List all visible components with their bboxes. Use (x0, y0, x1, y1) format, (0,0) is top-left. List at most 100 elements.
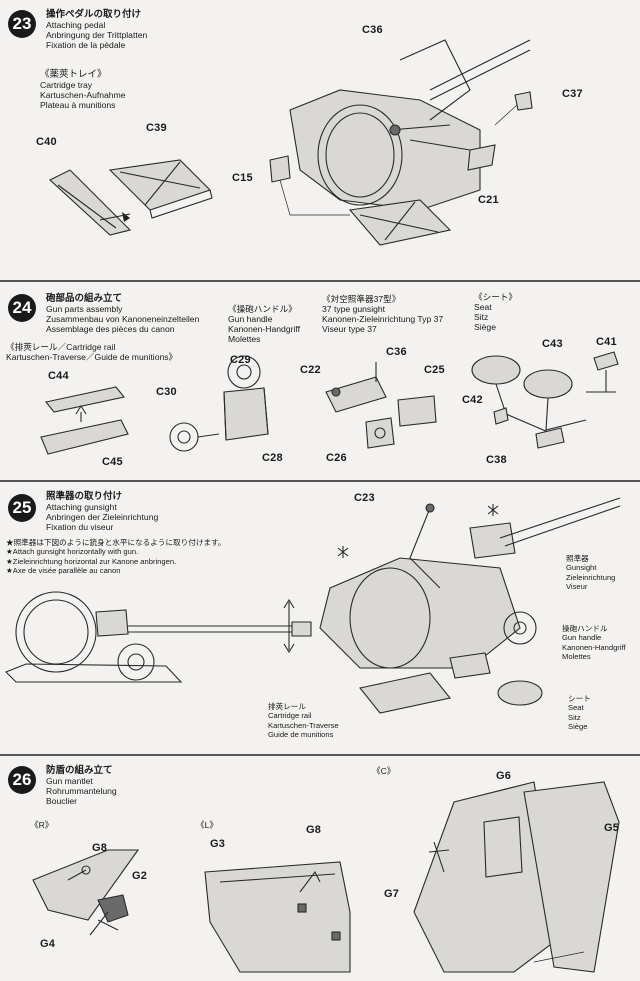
caption-en: 37 type gunsight (322, 304, 386, 314)
step-title-en: Gun mantlet (46, 776, 93, 786)
caption-jp: 《操砲ハンドル》 (228, 304, 297, 314)
callout-jp: 排莢レール (268, 702, 306, 711)
step-title-en: Attaching gunsight (46, 502, 117, 512)
step-title-jp: 操作ペダルの取り付け (46, 9, 142, 20)
callout-en: Gun handle (562, 633, 602, 643)
note-jp: ★照準器は下図のように銃身と水平になるように取り付けます。 (6, 538, 226, 547)
caption-de: Kartuschen-Aufnahme (40, 90, 126, 100)
right-shield-drawing (32, 849, 140, 936)
callout-jp: 照準器 (566, 554, 589, 563)
left-shield-drawing (204, 861, 351, 973)
gun-assembly-drawing (269, 39, 533, 246)
callout-jp: シート (568, 694, 591, 703)
caption-de: Kartuschen-Traverse／Guide de munitions》 (6, 352, 178, 362)
caption-fr: Molettes (228, 334, 261, 344)
caption-jp: 《対空照準器37型》 (322, 294, 401, 304)
seat-callout: シート Seat Sitz Siège (568, 694, 591, 731)
gunsight-drawing (325, 362, 437, 449)
callout-en: Gunsight (566, 563, 597, 573)
note-en: ★Attach gunsight horizontally with gun. (6, 547, 139, 557)
caption-fr: Siège (474, 322, 496, 332)
caption-de: Kanonen-Zieleinrichtung Typ 37 (322, 314, 444, 324)
part-label: G8 (306, 824, 322, 836)
note-fr: ★Axe de visée parallèle au canon (6, 565, 121, 575)
cartridge-rail-callout: 排莢レール Cartridge rail Kartuschen-Traverse… (268, 702, 339, 739)
part-label: C36 (386, 346, 407, 358)
cartridge-tray-caption: 《薬莢トレイ》 Cartridge tray Kartuschen-Aufnah… (40, 66, 126, 110)
callout-fr: Guide de munitions (268, 729, 334, 739)
step-title-en: Attaching pedal (46, 20, 106, 30)
part-label: C26 (326, 452, 347, 464)
part-label: C23 (354, 492, 375, 504)
part-label: C37 (562, 88, 583, 100)
step-title-block: 防盾の組み立て Gun mantlet Rohrummantelung Bouc… (46, 762, 117, 806)
gunsight-notes: ★照準器は下図のように銃身と水平になるように取り付けます。 ★Attach gu… (6, 538, 225, 575)
step-title-fr: Fixation de la pédale (46, 40, 126, 50)
cartridge-rail-drawing (40, 386, 129, 455)
seat-caption: 《シート》 Seat Sitz Siège (474, 292, 517, 332)
callout-fr: Siège (568, 721, 588, 731)
part-label: G2 (132, 870, 148, 882)
caption-de: Sitz (474, 312, 489, 322)
callout-en: Seat (568, 703, 584, 713)
callout-fr: Viseur (566, 581, 588, 591)
step-number-badge: 23 (8, 10, 36, 38)
sub-label-left: 《L》 (196, 820, 218, 830)
cartridge-rail-caption: 《排莢レール／Cartridge rail Kartuschen-Travers… (6, 342, 177, 362)
step-number-badge: 25 (8, 494, 36, 522)
part-label: C25 (424, 364, 445, 376)
step-title-jp: 照準器の取り付け (46, 491, 123, 502)
caption-en: Cartridge tray (40, 80, 93, 90)
part-label: G3 (210, 838, 226, 850)
center-shield-drawing (413, 781, 620, 973)
callout-de: Sitz (568, 712, 581, 722)
part-label: C22 (300, 364, 321, 376)
part-label: C21 (478, 194, 499, 206)
gunsight-assembly-drawing (319, 497, 621, 714)
caption-jp: 《排莢レール／Cartridge rail (6, 342, 116, 352)
caption-de: Kanonen-Handgriff (228, 324, 300, 334)
part-label: C36 (362, 24, 383, 36)
part-label: C40 (36, 136, 57, 148)
step-title-de: Anbringen der Zieleinrichtung (46, 512, 159, 522)
part-label: G6 (496, 770, 512, 782)
part-label: C44 (48, 370, 69, 382)
step-title-de: Rohrummantelung (46, 786, 117, 796)
caption-fr: Viseur type 37 (322, 324, 377, 334)
callout-en: Cartridge rail (268, 711, 312, 721)
callout-de: Zieleinrichtung (566, 572, 616, 582)
part-label: C29 (230, 354, 251, 366)
step-25: 25 照準器の取り付け Attaching gunsight Anbringen… (0, 482, 640, 752)
part-label: C45 (102, 456, 123, 468)
step-title-jp: 砲部品の組み立て (46, 293, 123, 304)
step-title-fr: Assemblage des pièces du canon (46, 324, 175, 334)
sub-label-right: 《R》 (30, 820, 54, 830)
gun-handle-drawing (169, 355, 269, 452)
step-number-badge: 26 (8, 766, 36, 794)
callout-de: Kanonen-Handgriff (562, 642, 626, 652)
part-label: C39 (146, 122, 167, 134)
step-title-block: 操作ペダルの取り付け Attaching pedal Anbringung de… (46, 6, 147, 50)
part-label: G4 (40, 938, 56, 950)
section-divider (0, 480, 640, 482)
callout-fr: Molettes (562, 651, 591, 661)
part-label: G8 (92, 842, 108, 854)
step-title-block: 照準器の取り付け Attaching gunsight Anbringen de… (46, 488, 158, 532)
part-label: C15 (232, 172, 253, 184)
part-label: C43 (542, 338, 563, 350)
callout-de: Kartuschen-Traverse (268, 720, 339, 730)
sub-label-center: 《C》 (372, 766, 396, 776)
caption-jp: 《薬莢トレイ》 (40, 69, 107, 80)
gunsight-callout: 照準器 Gunsight Zieleinrichtung Viseur (566, 554, 615, 591)
step-title-fr: Fixation du viseur (46, 522, 114, 532)
caption-en: Seat (474, 302, 492, 312)
part-label: C28 (262, 452, 283, 464)
section-divider (0, 754, 640, 756)
section-divider (0, 280, 640, 282)
gun-handle-caption: 《操砲ハンドル》 Gun handle Kanonen-Handgriff Mo… (228, 304, 300, 344)
part-label: C38 (486, 454, 507, 466)
part-label: G5 (604, 822, 620, 834)
note-de: ★Zieleinrichtung horizontal zur Kanone a… (6, 556, 177, 566)
step-title-de: Zusammenbau von Kanoneneinzelteilen (46, 314, 200, 324)
step-23: 23 操作ペダルの取り付け Attaching pedal Anbringung… (0, 0, 640, 280)
